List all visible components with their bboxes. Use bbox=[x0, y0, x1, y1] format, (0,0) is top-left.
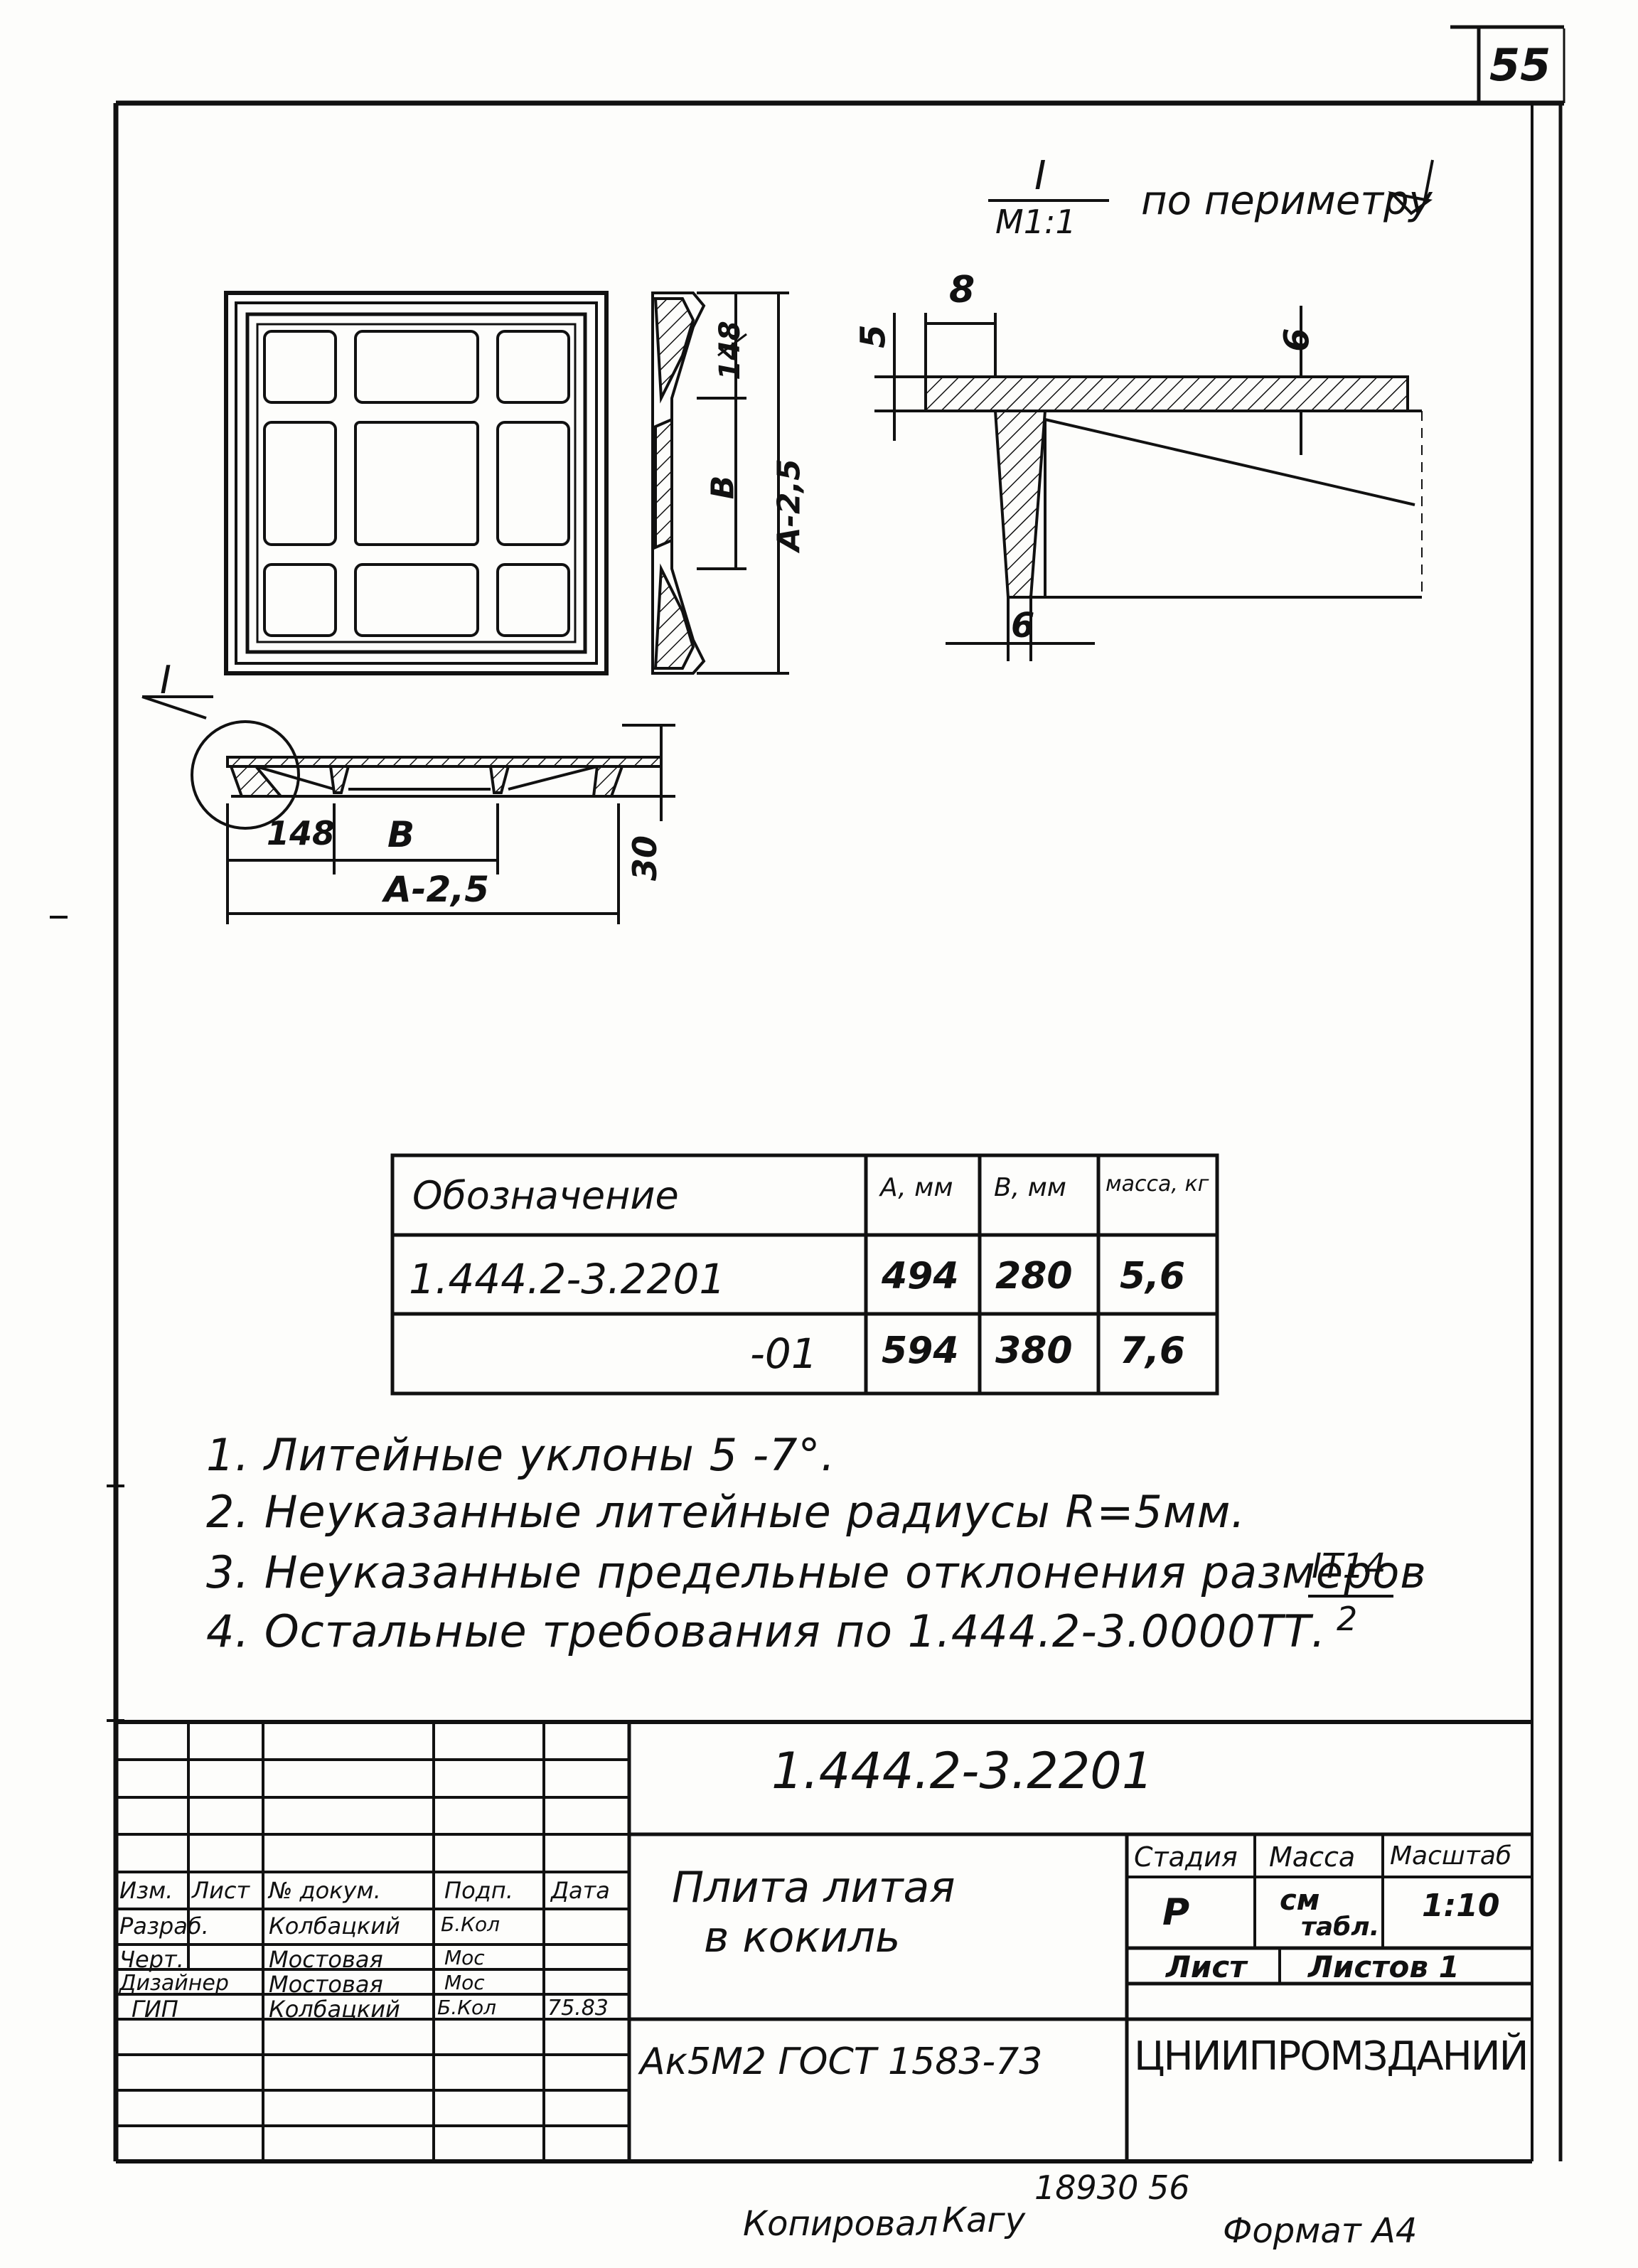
weld-symbol bbox=[1388, 159, 1434, 215]
sheet-label: Лист bbox=[1166, 1949, 1247, 1984]
footer-page: 56 bbox=[1148, 2168, 1190, 2207]
material: Ак5М2 ГОСТ 1583-73 bbox=[640, 2040, 1043, 2083]
dim-bottom-a: A-2,5 bbox=[384, 869, 490, 910]
sheet-number: 55 bbox=[1489, 39, 1551, 91]
spec-row1-b: 280 bbox=[995, 1255, 1073, 1298]
note-3-fraction-num: IT14 bbox=[1312, 1546, 1386, 1586]
spec-row1-designation: 1.444.2-3.2201 bbox=[409, 1255, 726, 1303]
dim-6-right: 6 bbox=[1277, 328, 1317, 352]
note-4: 4. Остальные требования по 1.444.2-3.000… bbox=[206, 1605, 1327, 1657]
detail-label: I bbox=[1034, 153, 1046, 199]
mass-value-line1: см bbox=[1280, 1884, 1320, 1917]
spec-table-grid bbox=[390, 1153, 1219, 1396]
dim-side-a: A-2,5 bbox=[771, 459, 808, 552]
callout-i: I bbox=[160, 658, 171, 702]
mass-value-line2: табл. bbox=[1301, 1913, 1380, 1942]
role-drafter: Черт. bbox=[119, 1946, 184, 1973]
plan-view bbox=[224, 291, 609, 675]
dim-side-148: 148 bbox=[713, 321, 746, 380]
organization: ЦНИИПРОМЗДАНИЙ bbox=[1134, 2033, 1529, 2080]
sign-designer: Мос bbox=[444, 1971, 485, 1994]
spec-row2-b: 380 bbox=[995, 1330, 1073, 1372]
scale-header: Масштаб bbox=[1390, 1841, 1512, 1871]
dim-height-30: 30 bbox=[626, 835, 665, 882]
dim-bottom-148: 148 bbox=[267, 814, 336, 852]
spec-row1-mass: 5,6 bbox=[1120, 1255, 1186, 1298]
footer-format: Формат А4 bbox=[1223, 2211, 1418, 2251]
dim-8: 8 bbox=[949, 269, 975, 311]
name-developer: Колбацкий bbox=[269, 1913, 400, 1940]
front-section bbox=[141, 695, 675, 924]
col-header-sheet: Лист bbox=[192, 1877, 250, 1904]
spec-header-a: A, мм bbox=[880, 1173, 953, 1202]
mass-header: Масса bbox=[1269, 1841, 1356, 1873]
stage-value: Р bbox=[1162, 1891, 1190, 1934]
note-2: 2. Неуказанные литейные радиусы R=5мм. bbox=[206, 1486, 1246, 1538]
part-name-line1: Плита литая bbox=[672, 1863, 956, 1913]
sheets-label: Листов 1 bbox=[1308, 1949, 1460, 1984]
dim-6-bottom: 6 bbox=[1011, 606, 1035, 646]
dim-5: 5 bbox=[853, 324, 894, 348]
name-designer: Мостовая bbox=[269, 1971, 383, 1998]
note-3-fraction-den: 2 bbox=[1337, 1600, 1358, 1638]
name-drafter: Мостовая bbox=[269, 1946, 383, 1973]
date-chief: 75.83 bbox=[547, 1996, 609, 2021]
col-header-date: Дата bbox=[551, 1877, 610, 1904]
sign-developer: Б.Кол bbox=[441, 1913, 500, 1936]
role-developer: Разраб. bbox=[119, 1913, 209, 1940]
footer-copier-sign: Кагу bbox=[942, 2200, 1026, 2240]
role-chief: ГИП bbox=[132, 1996, 178, 2023]
role-designer: Дизайнер bbox=[119, 1971, 229, 1996]
footer-number: 18930 bbox=[1034, 2168, 1139, 2207]
sign-drafter: Мос bbox=[444, 1946, 485, 1969]
document-code: 1.444.2-3.2201 bbox=[771, 1742, 1154, 1800]
dim-bottom-b: B bbox=[387, 814, 415, 855]
spec-row2-a: 594 bbox=[882, 1330, 959, 1372]
col-header-sign: Подп. bbox=[444, 1877, 513, 1904]
part-name-line2: в кокиль bbox=[704, 1913, 901, 1962]
col-header-change: Изм. bbox=[119, 1877, 173, 1904]
perimeter-note: по периметру bbox=[1141, 178, 1433, 224]
scale-value: 1:10 bbox=[1422, 1888, 1500, 1924]
stage-header: Стадия bbox=[1134, 1841, 1238, 1873]
col-header-doc: № докум. bbox=[269, 1877, 381, 1904]
name-chief: Колбацкий bbox=[269, 1996, 400, 2023]
detail-scale: M1:1 bbox=[995, 203, 1076, 241]
spec-row1-a: 494 bbox=[882, 1255, 959, 1298]
footer-copied: Копировал bbox=[743, 2204, 938, 2244]
detail-view bbox=[874, 306, 1423, 661]
sheet-frame bbox=[50, 25, 1565, 2163]
spec-header-designation: Обозначение bbox=[412, 1173, 679, 1218]
spec-header-mass: масса, кг bbox=[1106, 1172, 1209, 1197]
dim-side-b: B bbox=[705, 475, 742, 500]
title-block-grid bbox=[116, 1720, 1532, 2161]
spec-header-b: B, мм bbox=[994, 1173, 1066, 1202]
spec-row2-designation: -01 bbox=[750, 1330, 818, 1378]
note-1: 1. Литейные уклоны 5 -7°. bbox=[206, 1429, 836, 1481]
note-3: 3. Неуказанные предельные отклонения раз… bbox=[206, 1546, 1427, 1598]
side-section bbox=[651, 291, 789, 675]
spec-row2-mass: 7,6 bbox=[1120, 1330, 1186, 1372]
sign-chief: Б.Кол bbox=[437, 1996, 497, 2019]
